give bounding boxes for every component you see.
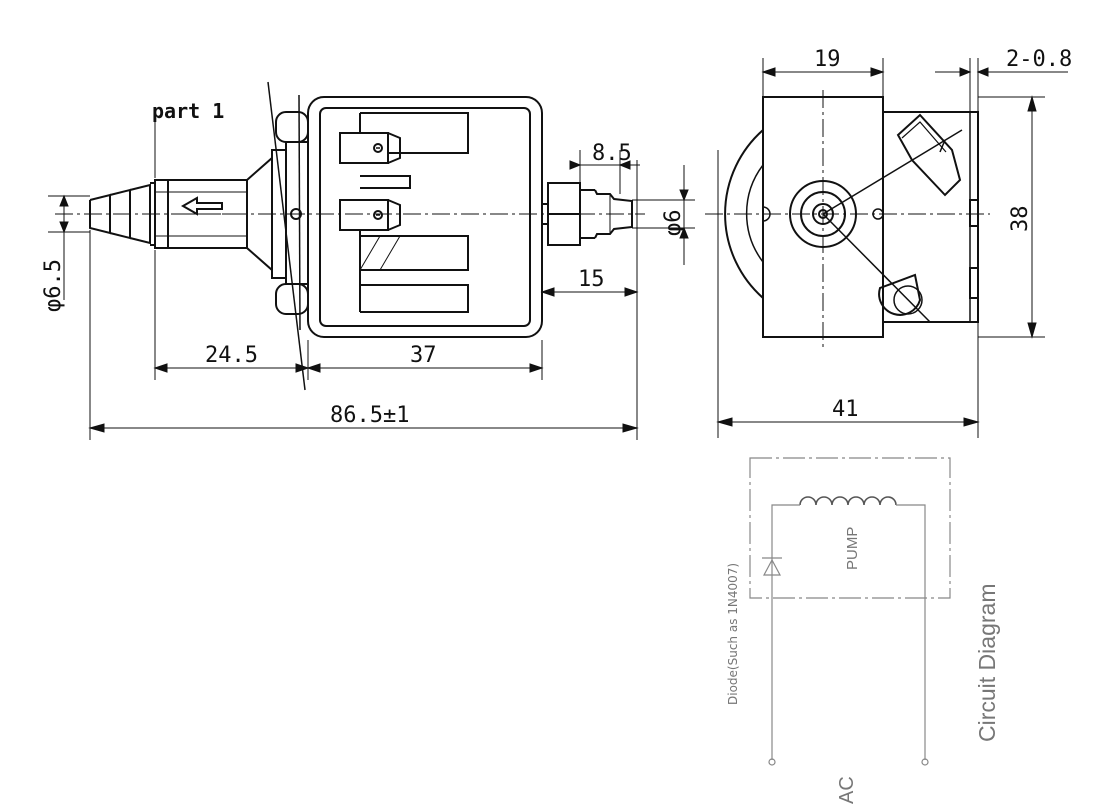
dim-15: 15: [578, 267, 605, 292]
circuit-diagram-title: Circuit Diagram: [974, 584, 1000, 742]
ac-terminal-right: [921, 758, 929, 766]
pump-body: [307, 96, 543, 338]
dim-24-5: 24.5: [205, 343, 258, 368]
terminal-tab-upper: [896, 113, 962, 197]
flow-arrow-icon: [180, 196, 232, 216]
dim-8-5: 8.5: [592, 141, 632, 166]
side-view: [55, 81, 645, 391]
section-line: [267, 81, 306, 391]
dim-inlet-diameter: φ6.5: [41, 259, 66, 312]
end-dimensions: [716, 58, 1068, 438]
dim-37: 37: [410, 343, 437, 368]
circuit-diagram: [749, 457, 951, 766]
end-view: [705, 90, 990, 350]
pump-label: PUMP: [844, 527, 861, 570]
coil-icon: [799, 496, 897, 506]
diode-icon: [762, 557, 782, 576]
wire-right: [896, 504, 926, 760]
wire-left: [771, 504, 800, 760]
center-boss: [789, 180, 857, 248]
dim-38: 38: [1008, 206, 1033, 233]
dim-2-0-8: 2-0.8: [1006, 47, 1072, 72]
coil-disc-outline: [724, 129, 764, 299]
dim-19: 19: [814, 47, 841, 72]
circuit-enclosure: [749, 457, 951, 599]
diode-note: Diode(Such as 1N4007): [726, 563, 740, 705]
dim-86-5-overall: 86.5±1: [330, 403, 409, 428]
dim-outlet-diameter: φ6: [661, 210, 686, 237]
outlet-fitting: [541, 182, 633, 246]
ac-terminal-left: [768, 758, 776, 766]
ac-supply-label: AC: [836, 776, 858, 804]
inlet-body-part1: [154, 149, 287, 279]
part-1-label: part 1: [152, 99, 224, 123]
left-flange: [275, 94, 309, 331]
side-dimensions: [48, 150, 695, 440]
terminal-tab-lower: [878, 273, 922, 316]
dim-41: 41: [832, 397, 859, 422]
